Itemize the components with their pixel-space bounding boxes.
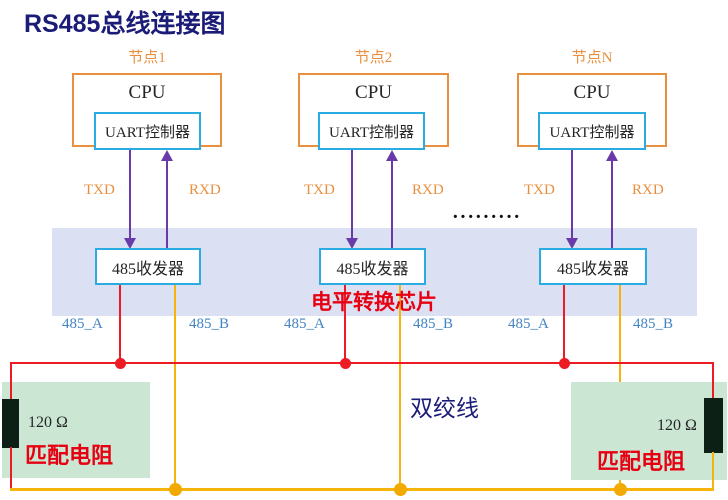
node-n-arrow-up-icon xyxy=(606,150,618,161)
bus-b-junction-1 xyxy=(169,483,182,496)
node-2-rxd-label: RXD xyxy=(412,182,444,198)
node-2-arrow-up-icon xyxy=(386,150,398,161)
resistor-left-lower-lead xyxy=(10,447,12,490)
node-2-line-a-label: 485_A xyxy=(284,316,325,332)
terminator-right-label: 匹配电阻 xyxy=(597,449,686,474)
node-1-rxd-label: RXD xyxy=(189,182,221,198)
node-n-line-a-label: 485_A xyxy=(508,316,549,332)
node-2-txd-label: TXD xyxy=(304,182,335,198)
node-1-transceiver-label: 485收发器 xyxy=(111,260,184,278)
node-n-rxd-line xyxy=(611,160,613,248)
bus-a-right-corner xyxy=(712,362,714,399)
node-2-uart-label: UART控制器 xyxy=(329,124,414,141)
node-2-uart-box: UART控制器 xyxy=(318,112,425,150)
node-n-uart-box: UART控制器 xyxy=(538,112,646,150)
node-2-transceiver-box: 485收发器 xyxy=(319,248,426,285)
resistor-right-body xyxy=(704,398,723,453)
node-1-line-a-label: 485_A xyxy=(62,316,103,332)
node-1-rxd-line xyxy=(166,160,168,248)
node-2-line-b-label: 485_B xyxy=(413,316,454,332)
resistor-left-body xyxy=(2,399,19,448)
continuation-dots: ········· xyxy=(452,206,522,228)
bus-a-junction-1 xyxy=(115,358,126,369)
node-1-line-b-drop xyxy=(174,285,176,490)
bus-a-junction-3 xyxy=(559,358,570,369)
page-title: RS485总线连接图 xyxy=(24,10,226,38)
node-1-line-b-label: 485_B xyxy=(189,316,230,332)
node-2-label: 节点2 xyxy=(354,50,393,66)
node-n-line-a-drop xyxy=(563,285,565,363)
node-1-label: 节点1 xyxy=(128,50,166,66)
node-2-txd-line xyxy=(351,150,353,240)
node-2-rxd-line xyxy=(391,160,393,248)
bus-b-line xyxy=(10,488,714,491)
resistor-right-lower-lead xyxy=(712,452,714,490)
terminator-left-area xyxy=(2,382,150,478)
node-2-cpu-label: CPU xyxy=(355,82,392,103)
node-n-transceiver-label: 485收发器 xyxy=(556,260,629,278)
node-2-transceiver-label: 485收发器 xyxy=(336,260,409,278)
resistor-right-value: 120 Ω xyxy=(657,417,697,434)
bus-b-junction-2 xyxy=(394,483,407,496)
node-n-uart-label: UART控制器 xyxy=(549,124,635,141)
node-1-uart-box: UART控制器 xyxy=(94,112,201,150)
node-1-cpu-label: CPU xyxy=(128,82,166,103)
node-1-transceiver-box: 485收发器 xyxy=(95,248,201,285)
node-2-line-a-drop xyxy=(344,285,346,363)
bus-a-junction-2 xyxy=(340,358,351,369)
node-1-arrow-down-icon xyxy=(124,238,136,249)
twisted-pair-label: 双绞线 xyxy=(410,396,479,421)
level-shifter-label: 电平转换芯片 xyxy=(311,290,437,314)
node-1-arrow-up-icon xyxy=(161,150,173,161)
node-1-line-a-drop xyxy=(119,285,121,363)
terminator-left-label: 匹配电阻 xyxy=(25,443,114,468)
node-1-txd-line xyxy=(129,150,131,240)
node-1-txd-label: TXD xyxy=(84,182,115,198)
node-2-line-b-drop xyxy=(399,285,401,490)
node-n-arrow-down-icon xyxy=(566,238,578,249)
node-n-label: 节点N xyxy=(571,50,613,66)
node-1-uart-label: UART控制器 xyxy=(105,124,190,141)
node-n-line-b-label: 485_B xyxy=(633,316,674,332)
node-n-rxd-label: RXD xyxy=(632,182,664,198)
node-2-arrow-down-icon xyxy=(346,238,358,249)
bus-a-left-corner xyxy=(10,362,12,399)
bus-a-line xyxy=(10,362,714,364)
bus-b-junction-3 xyxy=(614,483,627,496)
node-n-txd-label: TXD xyxy=(524,182,555,198)
node-n-cpu-label: CPU xyxy=(573,82,611,103)
resistor-left-value: 120 Ω xyxy=(28,414,68,431)
terminator-right-area xyxy=(571,382,727,480)
node-n-txd-line xyxy=(571,150,573,240)
node-n-transceiver-box: 485收发器 xyxy=(539,248,647,285)
